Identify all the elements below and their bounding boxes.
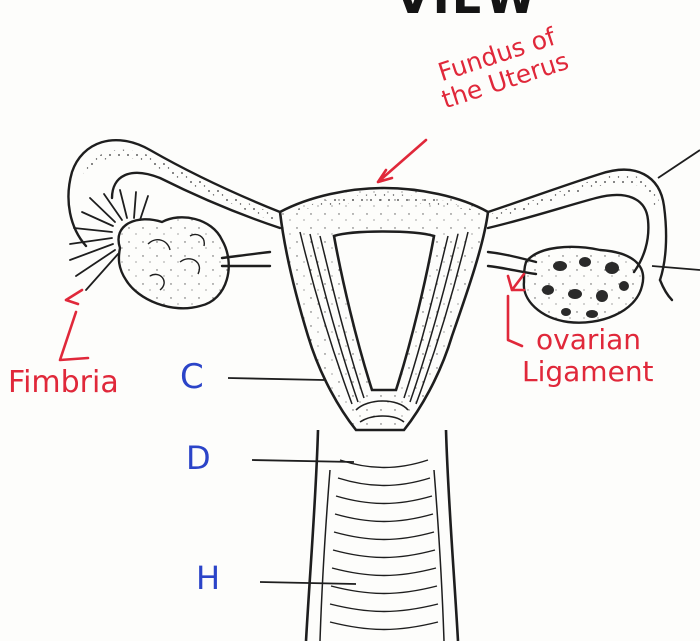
ovarian-label-line2: Ligament — [522, 356, 654, 388]
uterus-body — [280, 188, 488, 430]
label-c: C — [180, 360, 204, 394]
ovarian-ligament-arrow — [508, 274, 524, 346]
label-h: H — [196, 562, 220, 594]
pointer-line-top-right — [658, 150, 700, 178]
pointer-line-c — [228, 378, 324, 380]
ovarian-ligament-label: ovarian Ligament — [536, 324, 654, 388]
pointer-line-h — [260, 582, 356, 584]
left-ovary — [119, 217, 229, 308]
partial-title: VIEW — [395, 0, 538, 24]
right-ovary — [524, 247, 643, 323]
fimbria-label: Fimbria — [8, 368, 119, 398]
vaginal-rugae — [330, 460, 438, 630]
label-d: D — [186, 442, 211, 474]
ovarian-label-line1: ovarian — [536, 324, 654, 356]
fimbria-arrow — [60, 290, 88, 360]
pointer-line-right — [652, 266, 700, 270]
pointer-line-d — [252, 460, 354, 462]
fundus-arrow — [378, 140, 426, 182]
